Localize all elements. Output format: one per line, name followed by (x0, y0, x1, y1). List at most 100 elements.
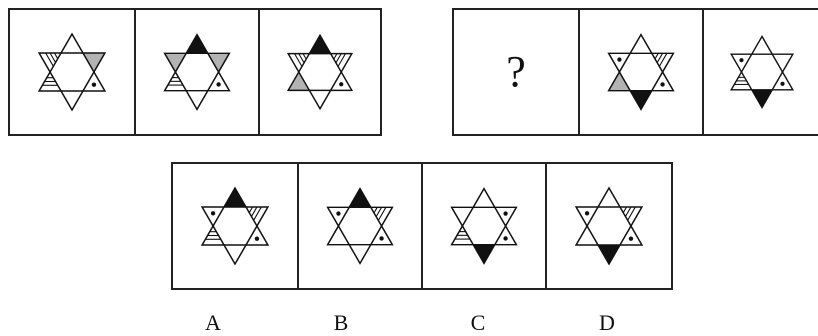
lower-right-point (370, 226, 393, 245)
top-point (473, 188, 495, 208)
bottom-point (224, 245, 246, 264)
hexagram-figure (729, 35, 795, 109)
hexagram-figure (326, 187, 394, 265)
down-triangle-outline (37, 52, 107, 112)
hexagram-figure (574, 186, 644, 266)
upper-right-point (772, 54, 793, 72)
up-triangle-outline (574, 186, 644, 246)
up-triangle-outline (286, 33, 354, 92)
down-triangle-outline (163, 52, 231, 111)
upper-left-point (288, 53, 310, 72)
dot-marker (210, 211, 216, 216)
top-point (61, 34, 83, 53)
upper-left-point (451, 207, 474, 226)
upper-right-point (651, 53, 674, 72)
bottom-point (630, 90, 652, 110)
hexagram-figure (37, 32, 107, 112)
stripe-line (250, 206, 258, 217)
dot-marker (780, 81, 785, 86)
stripe-line (375, 207, 383, 217)
dot-marker (739, 58, 744, 63)
top-point (224, 188, 246, 207)
lower-left-point (608, 72, 631, 91)
down-triangle-outline (574, 206, 644, 266)
upper-right-point (82, 53, 105, 72)
upper-right-point (245, 207, 268, 226)
question-mark: ? (506, 47, 526, 96)
top-point (598, 188, 620, 207)
bottom-point (309, 90, 331, 109)
option-label-d[interactable]: D (599, 310, 615, 335)
bottom-point (598, 245, 620, 264)
lower-right-point (330, 72, 352, 91)
stripe-line (302, 53, 307, 60)
bottom-point (186, 90, 208, 110)
hexagram-figure (200, 186, 270, 266)
stripe-line (373, 207, 378, 214)
option-cell-d[interactable] (545, 164, 671, 288)
dot-marker (617, 57, 622, 62)
option-cell-b[interactable] (297, 164, 421, 288)
sequence-panel-left (8, 8, 382, 136)
hexagram-figure (607, 33, 675, 111)
upper-left-point (608, 53, 631, 72)
options-panel (171, 162, 673, 290)
dot-marker (336, 211, 341, 216)
up-triangle-outline (729, 35, 795, 91)
lower-right-point (82, 72, 105, 91)
figure-cell (10, 10, 134, 134)
hexagram-figure (450, 187, 518, 265)
upper-right-point (330, 53, 352, 72)
upper-left-point (327, 207, 350, 226)
option-label-c[interactable]: C (470, 310, 486, 335)
upper-left-point (39, 53, 62, 72)
upper-left-point (576, 207, 599, 226)
up-triangle-outline (163, 33, 231, 92)
stripe-line (45, 52, 54, 67)
dot-marker (216, 82, 221, 87)
bottom-point (751, 89, 773, 108)
lower-right-point (772, 72, 793, 90)
upper-right-point (207, 53, 230, 72)
down-triangle-outline (729, 53, 795, 109)
dot-marker (660, 82, 665, 87)
stripe-line (298, 53, 305, 64)
option-cell-c[interactable] (421, 164, 545, 288)
up-triangle-outline (200, 186, 270, 246)
bottom-point (349, 244, 371, 264)
top-point (186, 34, 208, 54)
dot-marker (584, 211, 590, 216)
lower-left-point (288, 72, 310, 91)
bottom-point (473, 244, 495, 264)
stripe-line (294, 53, 303, 67)
sequence-panel-right: ? (452, 8, 818, 136)
down-triangle-outline (607, 52, 675, 111)
stripe-line (377, 207, 387, 221)
top-point (751, 36, 773, 55)
up-triangle-outline (326, 187, 394, 246)
stripe-line (622, 206, 628, 213)
upper-left-point (202, 207, 225, 226)
stripe-line (627, 206, 636, 221)
up-triangle-outline (450, 187, 518, 246)
stripe-line (654, 53, 659, 60)
option-cell-a[interactable] (173, 164, 297, 288)
down-triangle-outline (200, 206, 270, 266)
figure-cell (258, 10, 380, 134)
upper-right-point (370, 207, 393, 226)
hexagram-figure (163, 33, 231, 111)
stripe-line (656, 53, 664, 63)
dot-marker (628, 236, 634, 241)
option-label-b[interactable]: B (333, 310, 349, 335)
down-triangle-outline (450, 206, 518, 265)
hexagram-figure (286, 33, 354, 111)
top-point (349, 188, 371, 208)
upper-left-point (164, 53, 187, 72)
figure-cell (578, 10, 702, 134)
dot-marker (379, 236, 384, 241)
lower-left-point (576, 226, 599, 245)
option-label-a[interactable]: A (205, 310, 221, 335)
bottom-point (61, 91, 83, 110)
lower-left-point (327, 226, 350, 245)
stripe-line (53, 52, 59, 59)
